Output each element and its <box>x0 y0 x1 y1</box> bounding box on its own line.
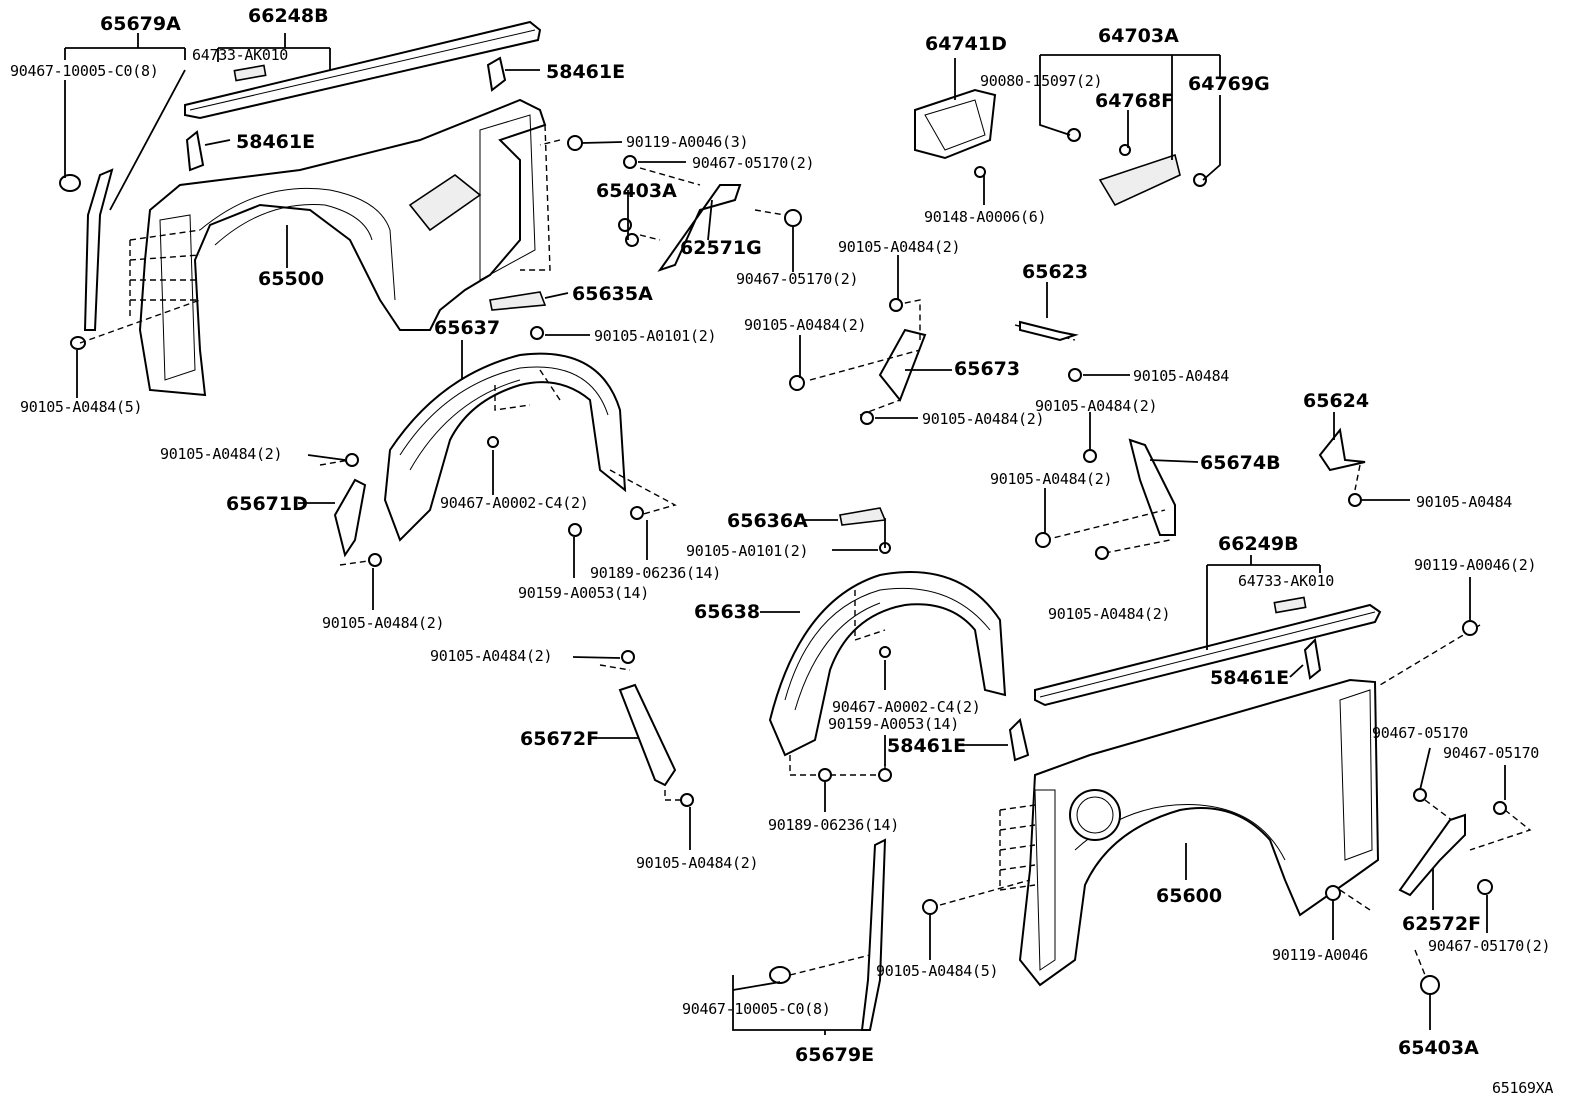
label-65638: 65638 <box>694 601 760 623</box>
rear-fender-left <box>138 98 547 397</box>
label-90105-0101-a: 90105-A0101(2) <box>594 327 716 345</box>
label-65679E: 65679E <box>795 1044 874 1066</box>
label-90467-05170-top: 90467-05170(2) <box>692 154 814 172</box>
label-65679A: 65679A <box>100 13 181 35</box>
label-65674B: 65674B <box>1200 452 1281 474</box>
cable-65623 <box>1019 320 1079 342</box>
label-90105-5-right: 90105-A0484(5) <box>876 962 998 980</box>
fender-bracket-62571G <box>657 184 742 272</box>
label-90105-5-left: 90105-A0484(5) <box>20 398 142 416</box>
wheel-arch-moulding-left <box>83 168 114 331</box>
label-64741D: 64741D <box>925 33 1007 55</box>
label-90159-a: 90159-A0053(14) <box>518 584 649 602</box>
bed-rail-right <box>1034 596 1382 707</box>
label-90105-single-b: 90105-A0484 <box>1416 493 1512 511</box>
label-62572F: 62572F <box>1402 913 1481 935</box>
label-66249B: 66249B <box>1218 533 1299 555</box>
label-62571G: 62571G <box>680 237 762 259</box>
wheel-arch-moulding-right <box>860 838 887 1031</box>
label-90467-05170-b: 90467-05170(2) <box>736 270 858 288</box>
label-65623: 65623 <box>1022 261 1088 283</box>
label-65635A: 65635A <box>572 283 653 305</box>
label-90105-2-b: 90105-A0484(2) <box>744 316 866 334</box>
leader-lines <box>64 33 1506 1035</box>
label-90105-2-i: 90105-A0484(2) <box>636 854 758 872</box>
label-90105-single-a: 90105-A0484 <box>1133 367 1229 385</box>
bracket-65674B <box>1128 438 1176 536</box>
label-90119-single: 90119-A0046 <box>1272 946 1368 964</box>
label-90105-2-f: 90105-A0484(2) <box>322 614 444 632</box>
label-90105-2-a: 90105-A0484(2) <box>838 238 960 256</box>
label-65624: 65624 <box>1303 390 1369 412</box>
fuel-filler-group <box>914 88 1181 207</box>
label-90105-0101-b: 90105-A0101(2) <box>686 542 808 560</box>
label-58461E-d: 58461E <box>887 735 966 757</box>
label-64703A: 64703A <box>1098 25 1179 47</box>
label-64733-bottom: 64733-AK010 <box>1238 572 1334 590</box>
label-90080: 90080-15097(2) <box>980 72 1102 90</box>
label-90105-2-d: 90105-A0484(2) <box>1035 397 1157 415</box>
label-90467-A0002-b: 90467-A0002-C4(2) <box>832 698 980 716</box>
bracket-65673 <box>878 328 927 402</box>
label-58461E-c: 58461E <box>1210 667 1289 689</box>
label-65636A: 65636A <box>727 510 808 532</box>
label-plate-left <box>233 64 267 82</box>
label-65403A-top: 65403A <box>596 180 677 202</box>
label-90119-2: 90119-A0046(2) <box>1414 556 1536 574</box>
label-90105-2-h: 90105-A0484(2) <box>430 647 552 665</box>
label-plate-right <box>1273 596 1307 614</box>
label-90105-2-left: 90105-A0484(2) <box>160 445 282 463</box>
label-90467-05170-r1: 90467-05170 <box>1372 724 1468 742</box>
label-65403A-bottom: 65403A <box>1398 1037 1479 1059</box>
label-65500: 65500 <box>258 268 324 290</box>
label-90467-A0002-a: 90467-A0002-C4(2) <box>440 494 588 512</box>
rear-fender-right <box>1018 678 1380 987</box>
label-66248B: 66248B <box>248 5 329 27</box>
label-65673: 65673 <box>954 358 1020 380</box>
bracket-65672F <box>618 683 677 787</box>
label-64769G: 64769G <box>1188 73 1270 95</box>
label-65637: 65637 <box>434 317 500 339</box>
label-90105-2-e: 90105-A0484(2) <box>990 470 1112 488</box>
label-90467-10005-bottom: 90467-10005-C0(8) <box>682 1000 830 1018</box>
clip-group-left <box>59 56 802 350</box>
label-58461E-b: 58461E <box>236 131 315 153</box>
label-90105-2-c: 90105-A0484(2) <box>922 410 1044 428</box>
label-90467-10005-top: 90467-10005-C0(8) <box>10 62 158 80</box>
bracket-65671D <box>333 478 367 558</box>
bracket-65624 <box>1318 427 1366 472</box>
label-64768F: 64768F <box>1095 90 1174 112</box>
fender-liner-left <box>383 352 627 542</box>
label-65600: 65600 <box>1156 885 1222 907</box>
label-90148: 90148-A0006(6) <box>924 208 1046 226</box>
seal-65636A <box>839 507 887 526</box>
label-64733-top: 64733-AK010 <box>192 46 288 64</box>
label-90189-b: 90189-06236(14) <box>768 816 899 834</box>
fender-liner-right <box>768 571 1007 757</box>
label-65671D: 65671D <box>226 493 308 515</box>
part-labels: 65679A 90467-10005-C0(8) 66248B 64733-AK… <box>10 5 1554 1097</box>
label-65672F: 65672F <box>520 728 599 750</box>
label-90467-05170-r2: 90467-05170 <box>1443 744 1539 762</box>
clip-bottom <box>769 966 791 984</box>
bed-rail-left <box>184 20 542 120</box>
label-58461E-a: 58461E <box>546 61 625 83</box>
label-90467-05170-r3: 90467-05170(2) <box>1428 937 1550 955</box>
label-90189-a: 90189-06236(14) <box>590 564 721 582</box>
seal-65635A <box>489 291 547 311</box>
fender-bracket-62572F <box>1398 813 1466 897</box>
label-90159-b: 90159-A0053(14) <box>828 715 959 733</box>
diagram-id: 65169XA <box>1492 1079 1553 1097</box>
label-90119-3: 90119-A0046(3) <box>626 133 748 151</box>
label-90105-2-g: 90105-A0484(2) <box>1048 605 1170 623</box>
